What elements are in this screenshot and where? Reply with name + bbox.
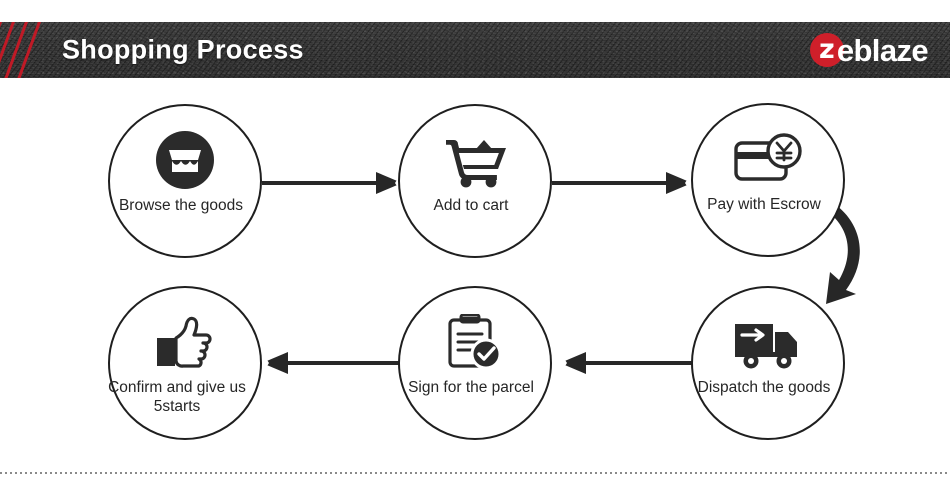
flow-node-sign[interactable]: Sign for the parcel	[398, 286, 552, 440]
shopping-cart-icon	[440, 128, 510, 190]
logo-wordmark: eblaze	[836, 32, 929, 68]
connector-cart-to-pay	[552, 172, 692, 194]
logo-mark-letter: z	[818, 33, 835, 65]
storefront-icon	[155, 128, 215, 190]
flow-node-confirm-label: Confirm and give us 5starts	[108, 379, 246, 415]
brand-logo: z eblaze	[809, 32, 929, 68]
flow-node-dispatch[interactable]: Dispatch the goods	[691, 286, 845, 440]
connector-dispatch-to-sign	[560, 352, 700, 374]
logo-z-badge-icon: z	[809, 33, 844, 67]
connector-sign-to-confirm	[262, 352, 410, 374]
flow-node-browse[interactable]: Browse the goods	[108, 104, 262, 258]
thumbs-up-icon	[154, 310, 216, 372]
delivery-truck-icon	[732, 310, 804, 372]
flow-node-sign-label: Sign for the parcel	[408, 379, 534, 396]
clipboard-check-icon	[444, 310, 506, 372]
flow-node-browse-label: Browse the goods	[118, 197, 244, 214]
header-band: Shopping Process z eblaze	[0, 22, 950, 78]
flow-node-cart[interactable]: Add to cart	[398, 104, 552, 258]
page-title: Shopping Process	[62, 34, 304, 65]
flow-node-pay-label: Pay with Escrow	[707, 196, 821, 213]
connector-pay-to-dispatch	[826, 202, 860, 304]
flow-node-dispatch-label: Dispatch the goods	[697, 379, 831, 396]
credit-card-yen-icon	[732, 127, 804, 189]
connector-browse-to-cart	[262, 172, 402, 194]
footer-divider	[0, 472, 950, 474]
flow-node-pay[interactable]: Pay with Escrow	[691, 103, 845, 257]
flow-node-confirm[interactable]: Confirm and give us 5starts	[108, 286, 262, 440]
flow-node-cart-label: Add to cart	[433, 197, 509, 214]
